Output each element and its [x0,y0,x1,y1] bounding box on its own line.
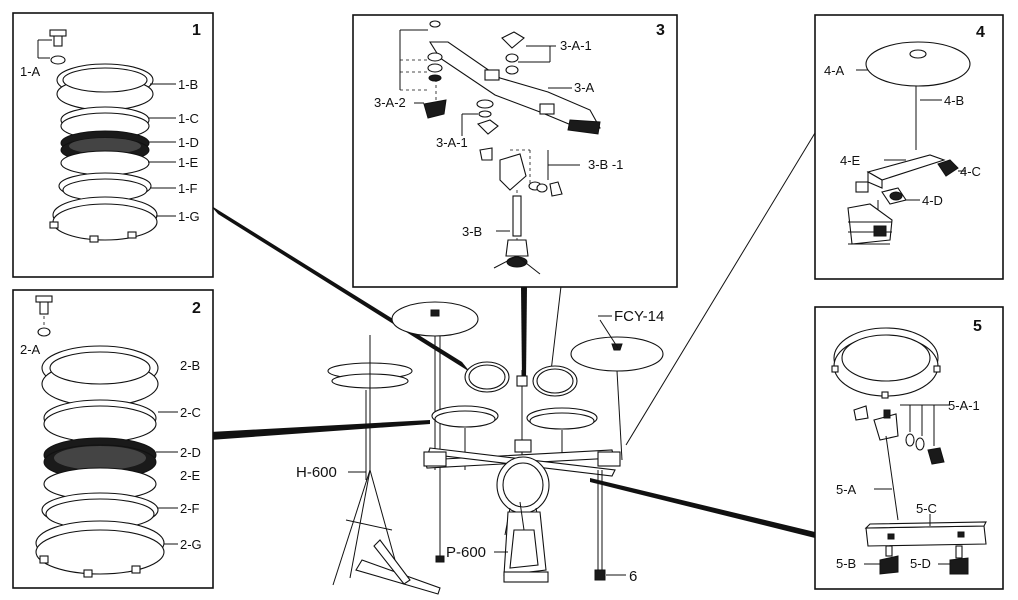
panel-4: 4 4-A 4-B 4-E 4-C 4-D [814,14,1004,280]
panel-3-number: 3 [656,22,665,39]
label-3-A: 3-A [574,80,595,95]
label-2-A: 2-A [20,342,41,357]
ride-cymbal-fcy14 [570,319,664,461]
leader-panel-2 [210,420,430,440]
panel-1-number: 1 [192,22,201,39]
stand-leg-6 [594,470,626,581]
label-4-A: 4-A [824,63,845,78]
panel-5-number: 5 [973,318,982,335]
tom-pad-left [464,361,510,393]
label-3-A-1-bottom: 3-A-1 [436,135,468,150]
panel-5: 5 5-A-1 5-A 5-C [814,306,1004,590]
label-4-D: 4-D [922,193,943,208]
main-drum-kit [327,301,664,595]
label-2-E: 2-E [180,468,201,483]
panel-4-number: 4 [976,24,985,41]
panel-3: 3 [352,14,678,288]
left-cymbal [391,301,479,563]
kick-pad [496,456,550,536]
label-3-A-1-top: 3-A-1 [560,38,592,53]
label-4-C: 4-C [960,164,981,179]
label-3-A-2: 3-A-2 [374,95,406,110]
label-5-C: 5-C [916,501,937,516]
label-fcy14: FCY-14 [614,308,664,325]
leader-panel-5 [590,478,815,538]
snare-pad [431,405,499,470]
label-5-A-1: 5-A-1 [948,398,980,413]
panel-2: 2 2-A 2-B 2-C 2-D 2- [12,289,214,589]
tom-pad-right [532,365,578,397]
label-3-B: 3-B [462,224,482,239]
label-1-G: 1-G [178,209,200,224]
label-stand-6: 6 [629,568,637,585]
label-1-A: 1-A [20,64,41,79]
label-2-F: 2-F [180,501,200,516]
panel-2-number: 2 [192,300,201,317]
label-p600: P-600 [446,544,486,561]
leader-panel-3 [521,287,527,380]
panel-1: 1 1-A 1-B [12,12,214,278]
label-h600: H-600 [296,464,337,481]
label-1-F: 1-F [178,181,198,196]
label-2-C: 2-C [180,405,201,420]
label-1-C: 1-C [178,111,199,126]
label-5-D: 5-D [910,556,931,571]
label-1-B: 1-B [178,77,198,92]
floor-tom-pad [526,407,598,460]
label-2-G: 2-G [180,537,202,552]
label-1-D: 1-D [178,135,199,150]
label-4-E: 4-E [840,153,861,168]
kick-pedal-p600 [503,501,549,583]
label-1-E: 1-E [178,155,199,170]
label-2-D: 2-D [180,445,201,460]
label-4-B: 4-B [944,93,964,108]
label-5-B: 5-B [836,556,856,571]
label-5-A: 5-A [836,482,857,497]
hihat-stand [327,335,441,595]
label-2-B: 2-B [180,358,200,373]
leader-panel-4 [625,127,819,446]
label-3-B-1: 3-B -1 [588,157,623,172]
